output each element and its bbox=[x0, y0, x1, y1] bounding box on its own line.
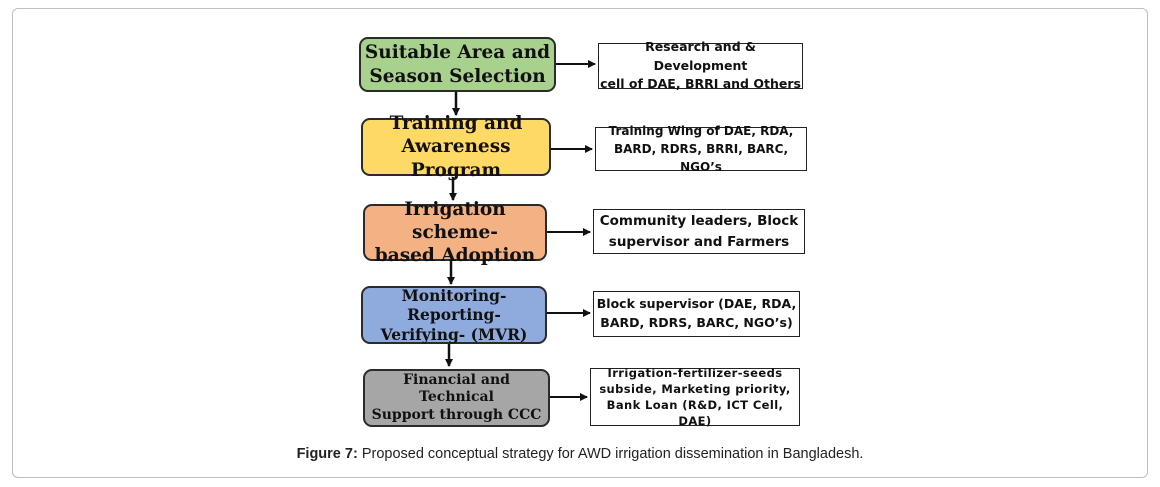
stage-training-awareness: Training and Awareness Program bbox=[361, 113, 551, 181]
agency-box-block-supervisor: Block supervisor (DAE, RDA, BARD, RDRS, … bbox=[593, 291, 800, 337]
stage-label: Training and Awareness Program bbox=[389, 113, 523, 181]
figure-caption-text: Proposed conceptual strategy for AWD irr… bbox=[357, 446, 864, 462]
connector-arrows bbox=[445, 60, 596, 401]
stage-label: Irrigation scheme- based Adoption bbox=[374, 198, 536, 267]
agency-label: Research and & Development cell of DAE, … bbox=[600, 38, 801, 92]
agency-label: Irrigation-fertilizer-seeds subside, Mar… bbox=[599, 365, 791, 429]
stage-label: Suitable Area and Season Selection bbox=[364, 42, 551, 87]
agency-label: Community leaders, Block supervisor and … bbox=[599, 213, 799, 250]
stage-area-season-selection: Suitable Area and Season Selection bbox=[359, 37, 556, 92]
stage-financial-technical-support: Financial and Technical Support through … bbox=[363, 369, 550, 427]
agency-box-irrigation-support: Irrigation-fertilizer-seeds subside, Mar… bbox=[590, 365, 800, 429]
flow-diagram: Suitable Area and Season Selection Train… bbox=[359, 37, 807, 429]
figure-caption: Figure 7: Proposed conceptual strategy f… bbox=[0, 446, 1160, 462]
stage-label: Financial and Technical Support through … bbox=[371, 371, 542, 423]
agency-label: Block supervisor (DAE, RDA, BARD, RDRS, … bbox=[596, 296, 797, 330]
agency-box-community-leaders: Community leaders, Block supervisor and … bbox=[593, 209, 805, 254]
agency-label: Training Wing of DAE, RDA, BARD, RDRS, B… bbox=[608, 124, 794, 174]
figure-caption-label: Figure 7: bbox=[296, 446, 358, 462]
agency-box-training-wing: Training Wing of DAE, RDA, BARD, RDRS, B… bbox=[595, 124, 807, 174]
stage-label: Monitoring-Reporting- Verifying- (MVR) bbox=[380, 285, 528, 344]
agency-box-research-development: Research and & Development cell of DAE, … bbox=[598, 39, 803, 91]
stage-monitoring-reporting-verifying: Monitoring-Reporting- Verifying- (MVR) bbox=[361, 286, 547, 344]
stage-irrigation-scheme-adoption: Irrigation scheme- based Adoption bbox=[363, 199, 547, 266]
